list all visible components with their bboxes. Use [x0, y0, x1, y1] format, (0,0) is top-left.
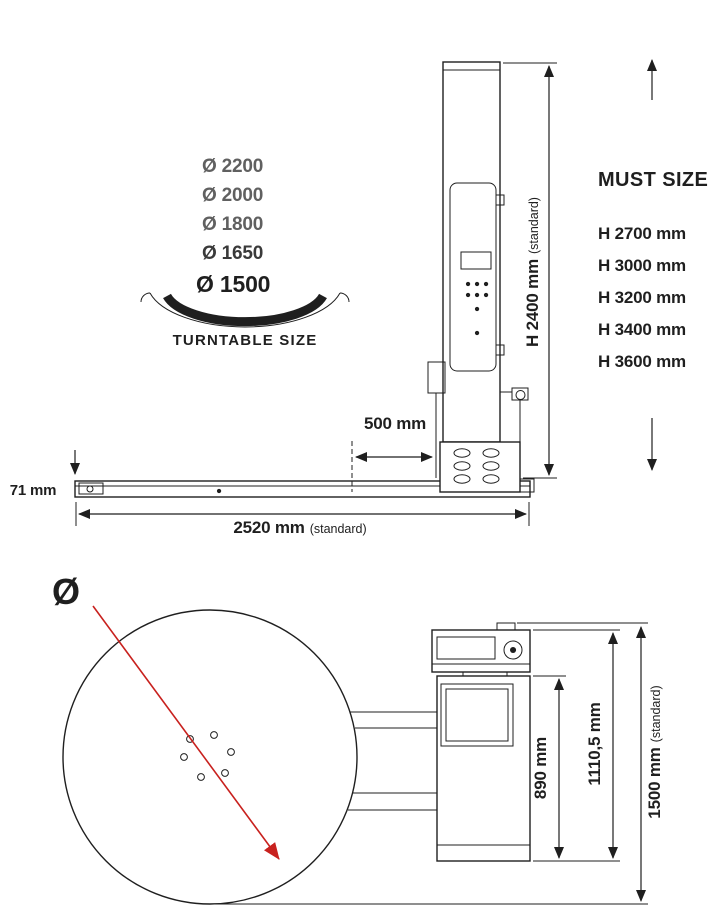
overall-depth-extensions — [212, 622, 648, 905]
overall-depth-label: 1500 mm(standard) — [645, 685, 664, 818]
mast-door — [449, 182, 497, 372]
dim-mast-height: H 2400 mm(standard) — [503, 62, 557, 479]
base-housing — [439, 441, 521, 493]
diameter-symbol: Ø — [52, 571, 80, 612]
mast-height-label: H 2400 mm(standard) — [523, 197, 542, 347]
body-depth-extensions — [533, 675, 620, 862]
must-size-option: H 3400 mm — [598, 320, 686, 339]
mast — [427, 61, 535, 493]
turntable-size-option: Ø 1650 — [202, 243, 263, 264]
dim-body-depth: 890 mm — [531, 675, 620, 862]
motor-unit-details — [432, 622, 530, 677]
must-size-option: H 2700 mm — [598, 224, 686, 243]
must-size-option: H 3200 mm — [598, 288, 686, 307]
control-display — [460, 251, 492, 270]
dim-overall-depth: 1500 mm(standard) — [212, 622, 664, 905]
mast-details — [427, 69, 535, 493]
turntable-size-badge: TURNTABLE SIZE — [140, 292, 350, 349]
overall-length-ticks — [75, 502, 530, 526]
side-view: Ø 2200 Ø 2000 Ø 1800 Ø 1650 Ø 1500 TURNT… — [10, 59, 708, 537]
platform-height-label: 71 mm — [10, 482, 57, 499]
mast-height-extension-lines — [503, 62, 557, 479]
bolt-holes — [180, 731, 235, 781]
machine-body — [431, 622, 531, 862]
machine-depth-label: 1110,5 mm — [585, 702, 604, 785]
overall-length-label: 2520 mm(standard) — [233, 518, 366, 537]
inner-panel-outer — [440, 683, 514, 747]
turntable-size-label: TURNTABLE SIZE — [173, 332, 318, 349]
body-depth-label: 890 mm — [531, 737, 550, 799]
must-size-panel: MUST SIZE H 2700 mm H 3000 mm H 3200 mm … — [598, 59, 708, 471]
platform — [74, 480, 531, 498]
turntable-size-list: Ø 2200 Ø 2000 Ø 1800 Ø 1650 Ø 1500 — [196, 156, 270, 297]
turntable-circle — [62, 609, 358, 905]
must-size-title: MUST SIZE — [598, 169, 708, 191]
diameter-arrow — [92, 605, 280, 860]
turntable-size-option: Ø 2000 — [202, 185, 263, 206]
control-buttons — [465, 281, 489, 336]
dim-platform-height: 71 mm — [10, 450, 80, 499]
dim-machine-depth: 1110,5 mm — [533, 629, 620, 859]
turntable-rim-arc — [163, 293, 327, 327]
platform-outline — [74, 480, 531, 498]
column-offset-label: 500 mm — [364, 414, 426, 433]
badge-outline-arc — [140, 292, 350, 328]
inner-panel-inner — [445, 688, 509, 742]
turntable-size-option: Ø 2200 — [202, 156, 263, 177]
body-outline — [436, 675, 531, 862]
must-size-option: H 3000 mm — [598, 256, 686, 275]
plan-view: Ø 890 mm 1110,5 mm 1500 mm(standard) — [52, 571, 664, 905]
handwheel-icon — [503, 640, 523, 660]
dim-column-offset: 500 mm — [351, 414, 433, 492]
turntable-size-option: Ø 1800 — [202, 214, 263, 235]
base-rollers — [453, 448, 500, 484]
dim-overall-length: 2520 mm(standard) — [75, 502, 530, 537]
frame-bars — [348, 711, 437, 811]
must-size-option: H 3600 mm — [598, 352, 686, 371]
turntable-size-option-selected: Ø 1500 — [196, 271, 270, 297]
